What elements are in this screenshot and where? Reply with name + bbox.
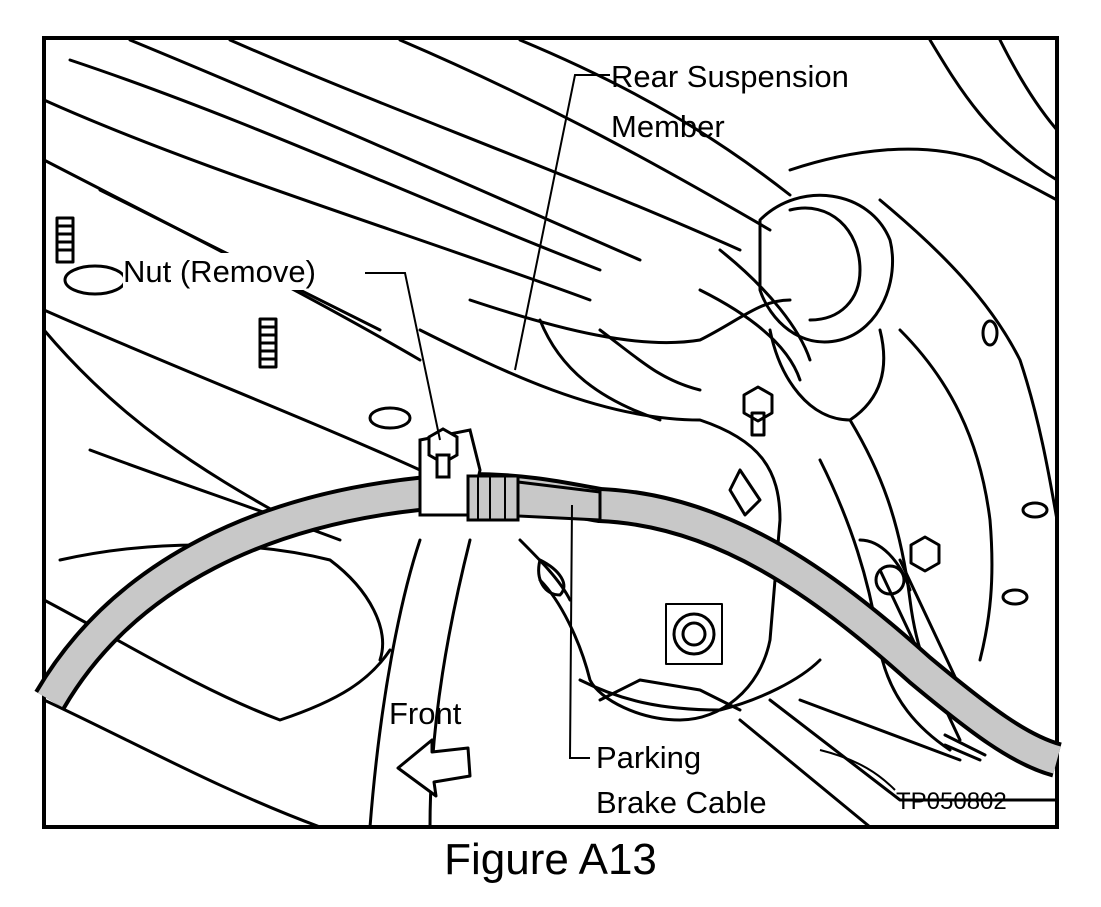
body-panel-line bbox=[398, 38, 772, 232]
stud bbox=[55, 216, 127, 296]
mounting-hole bbox=[1021, 501, 1049, 519]
suspension-member-outline bbox=[537, 558, 566, 597]
arm-outline bbox=[898, 328, 994, 662]
stud bbox=[258, 317, 278, 369]
arm-outline bbox=[858, 538, 912, 592]
suspension-member-outline bbox=[728, 468, 762, 517]
leader-line-code bbox=[819, 749, 896, 791]
body-panel-line bbox=[228, 38, 742, 252]
lower-rail bbox=[738, 698, 1059, 829]
mounting-hole bbox=[1001, 588, 1029, 606]
body-panel-line bbox=[42, 98, 592, 302]
body-panel-line bbox=[518, 38, 792, 197]
large-bolt bbox=[665, 603, 723, 665]
bracket-nut bbox=[427, 427, 459, 479]
body-panel-line bbox=[58, 543, 385, 662]
arm-outline bbox=[788, 147, 1059, 202]
mounting-hole bbox=[981, 319, 999, 347]
image-code: TP050802 bbox=[896, 788, 1007, 815]
arm-outline bbox=[718, 248, 812, 362]
arm-outline bbox=[998, 38, 1059, 132]
body-panel-line bbox=[42, 698, 322, 829]
bushing-outline bbox=[758, 193, 895, 344]
leader-line-nut bbox=[365, 272, 441, 441]
suspension-member-outline bbox=[598, 328, 702, 392]
label-parking-brake-cable-line1: Parking bbox=[596, 739, 702, 776]
label-rear-suspension-member-line2: Member bbox=[611, 109, 725, 144]
link-end-lower bbox=[943, 733, 987, 762]
suspension-member-outline bbox=[598, 678, 742, 712]
body-panel-line bbox=[68, 58, 602, 272]
suspension-member-outline bbox=[518, 538, 572, 602]
arm-outline bbox=[928, 38, 1059, 182]
leader-line-parking-brake-cable bbox=[568, 504, 590, 759]
label-rear-suspension-member-line1: Rear Suspension bbox=[611, 59, 849, 94]
front-arrow-icon bbox=[396, 738, 472, 798]
mounting-hole bbox=[368, 406, 412, 430]
link-end bbox=[874, 564, 906, 596]
body-panel-line bbox=[42, 328, 292, 522]
cable-sleeve bbox=[516, 480, 602, 522]
arm-outline bbox=[878, 198, 1059, 522]
label-front: Front bbox=[389, 696, 462, 731]
label-nut: Nut (Remove) bbox=[123, 253, 316, 290]
cable-ferrule bbox=[466, 474, 520, 522]
suspension-member-outline bbox=[468, 298, 792, 345]
bolt-with-nut bbox=[742, 385, 774, 437]
parking-brake-cable bbox=[34, 427, 1063, 778]
bushing-outline bbox=[788, 206, 862, 322]
arm-outline bbox=[698, 288, 802, 382]
suspension-member-outline bbox=[538, 318, 662, 422]
body-panel-line bbox=[368, 538, 422, 829]
figure-caption: Figure A13 bbox=[444, 835, 657, 884]
leader-line-rear-suspension-member bbox=[514, 74, 610, 371]
lower-rail bbox=[798, 698, 962, 762]
label-parking-brake-cable-line2: Brake Cable bbox=[596, 784, 767, 821]
body-panel-line bbox=[128, 38, 642, 262]
link-bolt bbox=[909, 535, 941, 573]
body-panel-line bbox=[42, 308, 422, 472]
suspension-member-outline bbox=[418, 328, 782, 722]
